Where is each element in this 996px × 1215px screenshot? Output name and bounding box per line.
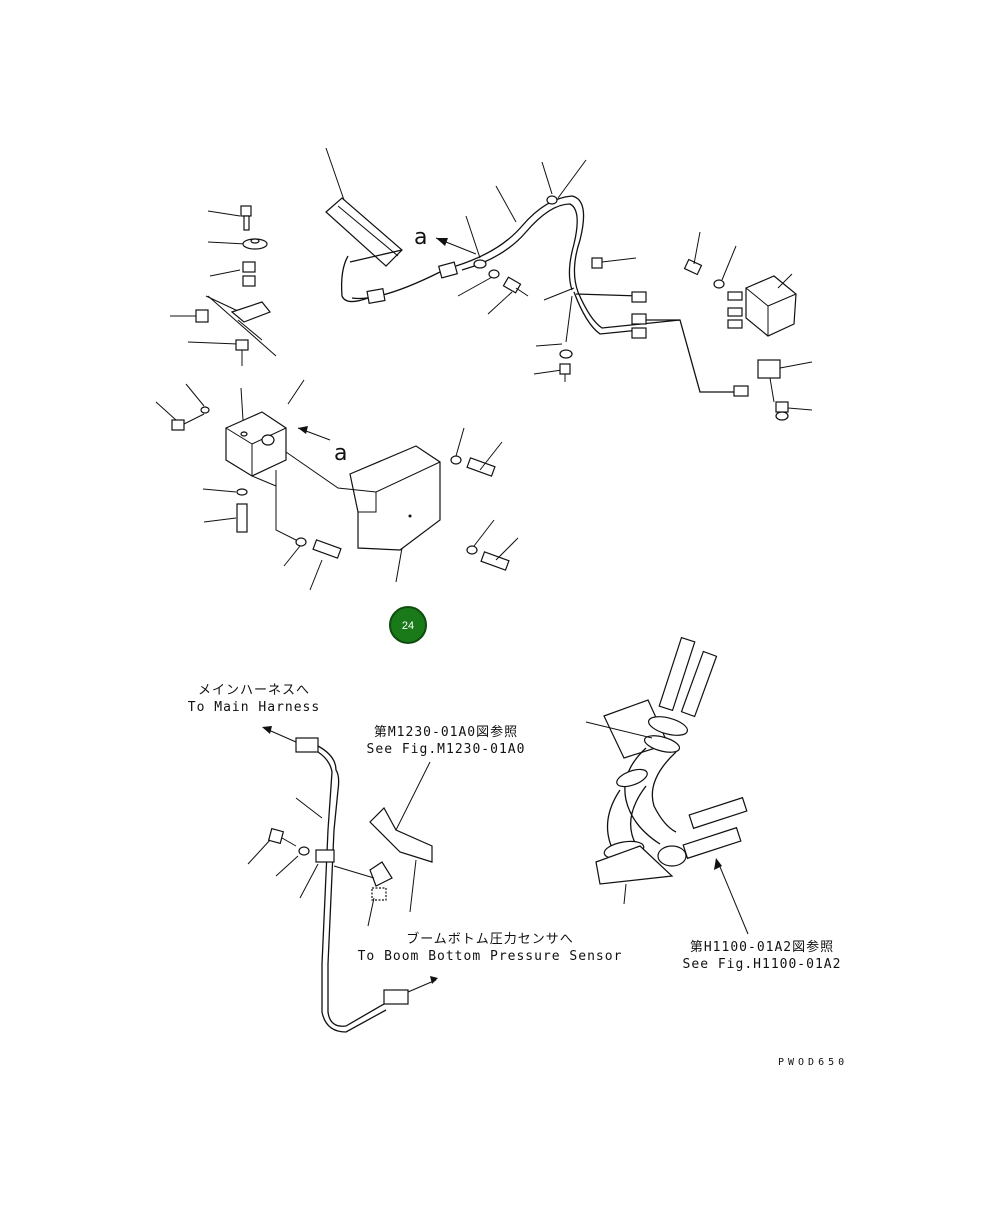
page-badge-number: 24 <box>402 620 414 632</box>
drawing-code: PWOD650 <box>778 1057 848 1068</box>
see-m1230-jp: 第M1230-01A0図参照 <box>374 724 518 740</box>
right-bracket <box>683 231 813 421</box>
to-boom-sensor-jp: ブームボトム圧力センサへ <box>406 931 574 947</box>
see-h1100-en: See Fig.H1100-01A2 <box>683 957 842 972</box>
see-h1100-jp: 第H1100-01A2図参照 <box>690 939 834 955</box>
page-badge: 24 <box>389 606 427 644</box>
harness-route-detail: メインハーネスへ To Main Harness 第M1230-01A0図参照 … <box>188 683 623 1033</box>
top-cover-plate <box>325 197 403 303</box>
pipe-detail: 第H1100-01A2図参照 See Fig.H1100-01A2 <box>585 636 842 972</box>
bottom-cover <box>283 427 519 591</box>
leader-lines-middle <box>457 159 587 375</box>
top-assembly: a <box>155 147 813 591</box>
mounting-hardware-stack <box>195 205 277 366</box>
to-main-harness-jp: メインハーネスへ <box>198 683 310 698</box>
view-arrow-lower: a <box>297 426 347 466</box>
to-main-harness-en: To Main Harness <box>188 700 320 715</box>
harness-top <box>351 195 749 397</box>
bolt-middle <box>488 269 573 382</box>
leader-lines-left <box>155 147 345 523</box>
view-marker-label-2: a <box>334 441 347 466</box>
valve-block <box>171 406 301 543</box>
view-arrow-top: a <box>414 225 477 255</box>
to-boom-sensor-en: To Boom Bottom Pressure Sensor <box>358 949 623 964</box>
see-m1230-en: See Fig.M1230-01A0 <box>367 742 526 757</box>
view-marker-label: a <box>414 225 427 250</box>
